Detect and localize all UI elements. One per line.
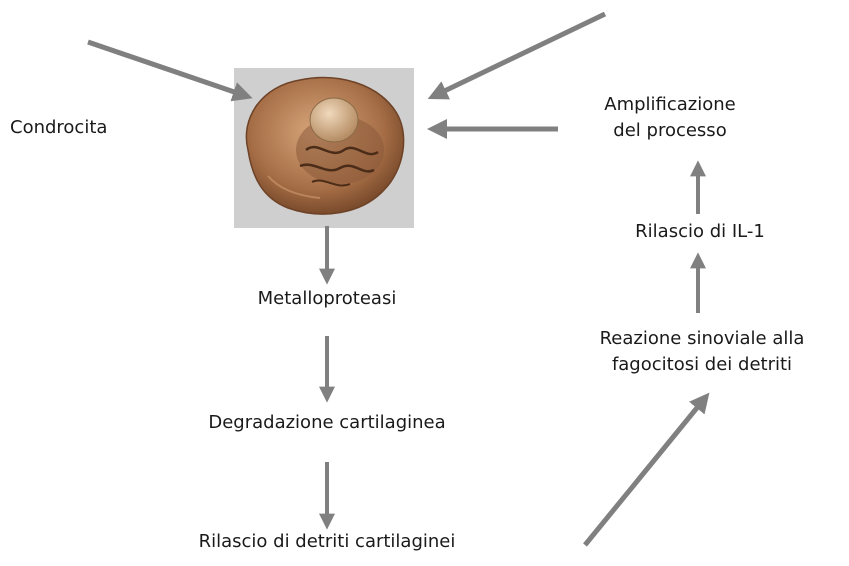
label-amplificazione: Amplificazione del processo <box>580 92 760 144</box>
arrow-detriti-to-reazione <box>585 398 705 545</box>
label-condrocita: Condrocita <box>10 115 107 141</box>
arrow-top-left-to-cell <box>88 42 246 96</box>
nucleus-shape <box>310 98 358 142</box>
label-degradazione: Degradazione cartilaginea <box>167 410 487 436</box>
label-reazione-line1: Reazione sinoviale alla <box>567 326 837 352</box>
chondrocyte-cell-illustration <box>246 78 403 214</box>
arrow-top-right-to-cell <box>434 14 605 96</box>
label-reazione-line2: fagocitosi dei detriti <box>567 352 837 378</box>
label-amplificazione-line1: Amplificazione <box>580 92 760 118</box>
label-metalloproteasi: Metalloproteasi <box>227 286 427 312</box>
label-amplificazione-line2: del processo <box>580 118 760 144</box>
label-rilascio-detriti: Rilascio di detriti cartilaginei <box>147 529 507 555</box>
label-rilascio-il1: Rilascio di IL-1 <box>600 219 800 245</box>
label-reazione-sinoviale: Reazione sinoviale alla fagocitosi dei d… <box>567 326 837 378</box>
